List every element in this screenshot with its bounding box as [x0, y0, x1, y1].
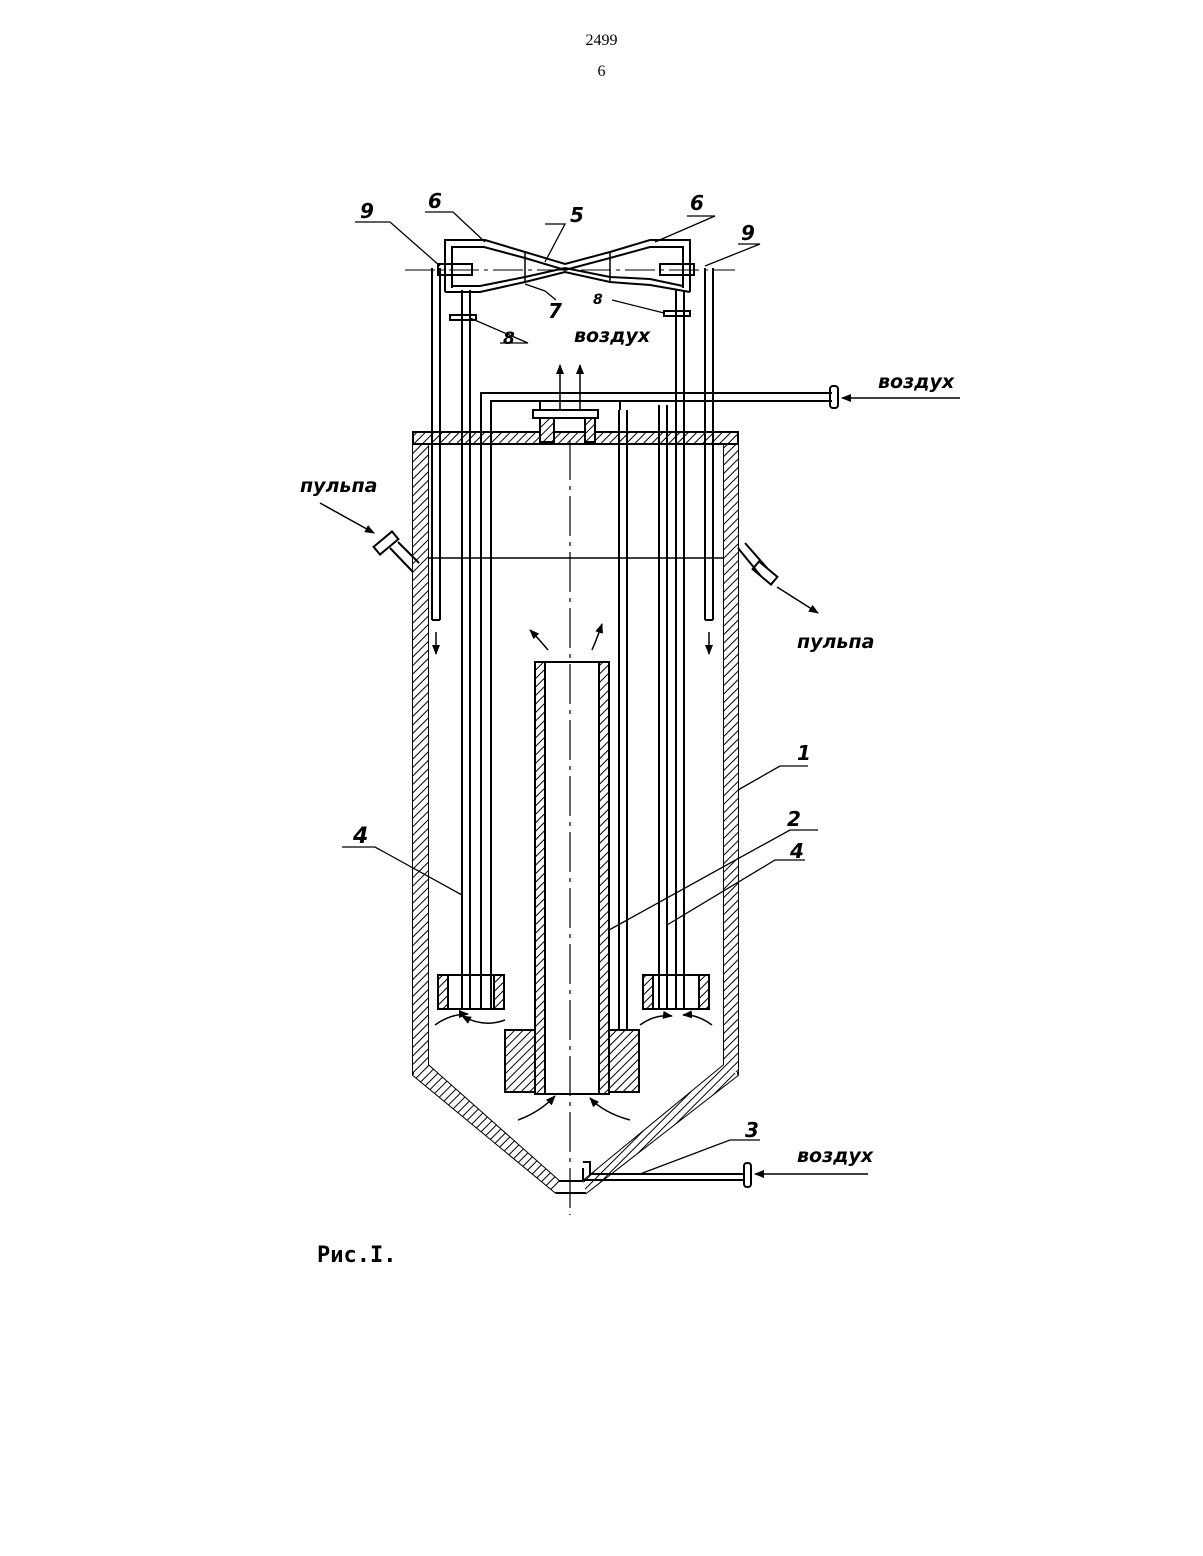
part-label-4-right: 4 [789, 839, 804, 863]
figure-caption: Рис.I. [317, 1243, 396, 1268]
part-label-4-left: 4 [352, 824, 368, 849]
part-label-5: 5 [570, 203, 584, 227]
part-label-8-left: 8 [503, 329, 515, 349]
part-label-3: 3 [745, 1118, 759, 1142]
part-label-8-right: 8 [593, 292, 603, 308]
pulp-outlet-nozzle [738, 543, 777, 585]
part-label-6-right: 6 [690, 191, 704, 215]
label-air-in-bottom: воздух [797, 1145, 874, 1167]
label-air-out-top: воздух [574, 325, 651, 347]
ejector [405, 240, 735, 292]
part-label-9-left: 9 [360, 199, 374, 223]
part-label-9-right: 9 [741, 221, 755, 245]
label-pulp-in: пульпа [300, 475, 377, 497]
part-label-2: 2 [787, 807, 801, 831]
aerator-right [643, 290, 709, 1009]
aerator-left [438, 290, 504, 1009]
label-air-in-side: воздух [878, 371, 955, 393]
label-pulp-out: пульпа [797, 631, 874, 653]
part-label-7: 7 [548, 299, 562, 323]
part-label-1: 1 [797, 741, 811, 765]
part-label-6-left: 6 [428, 189, 442, 213]
